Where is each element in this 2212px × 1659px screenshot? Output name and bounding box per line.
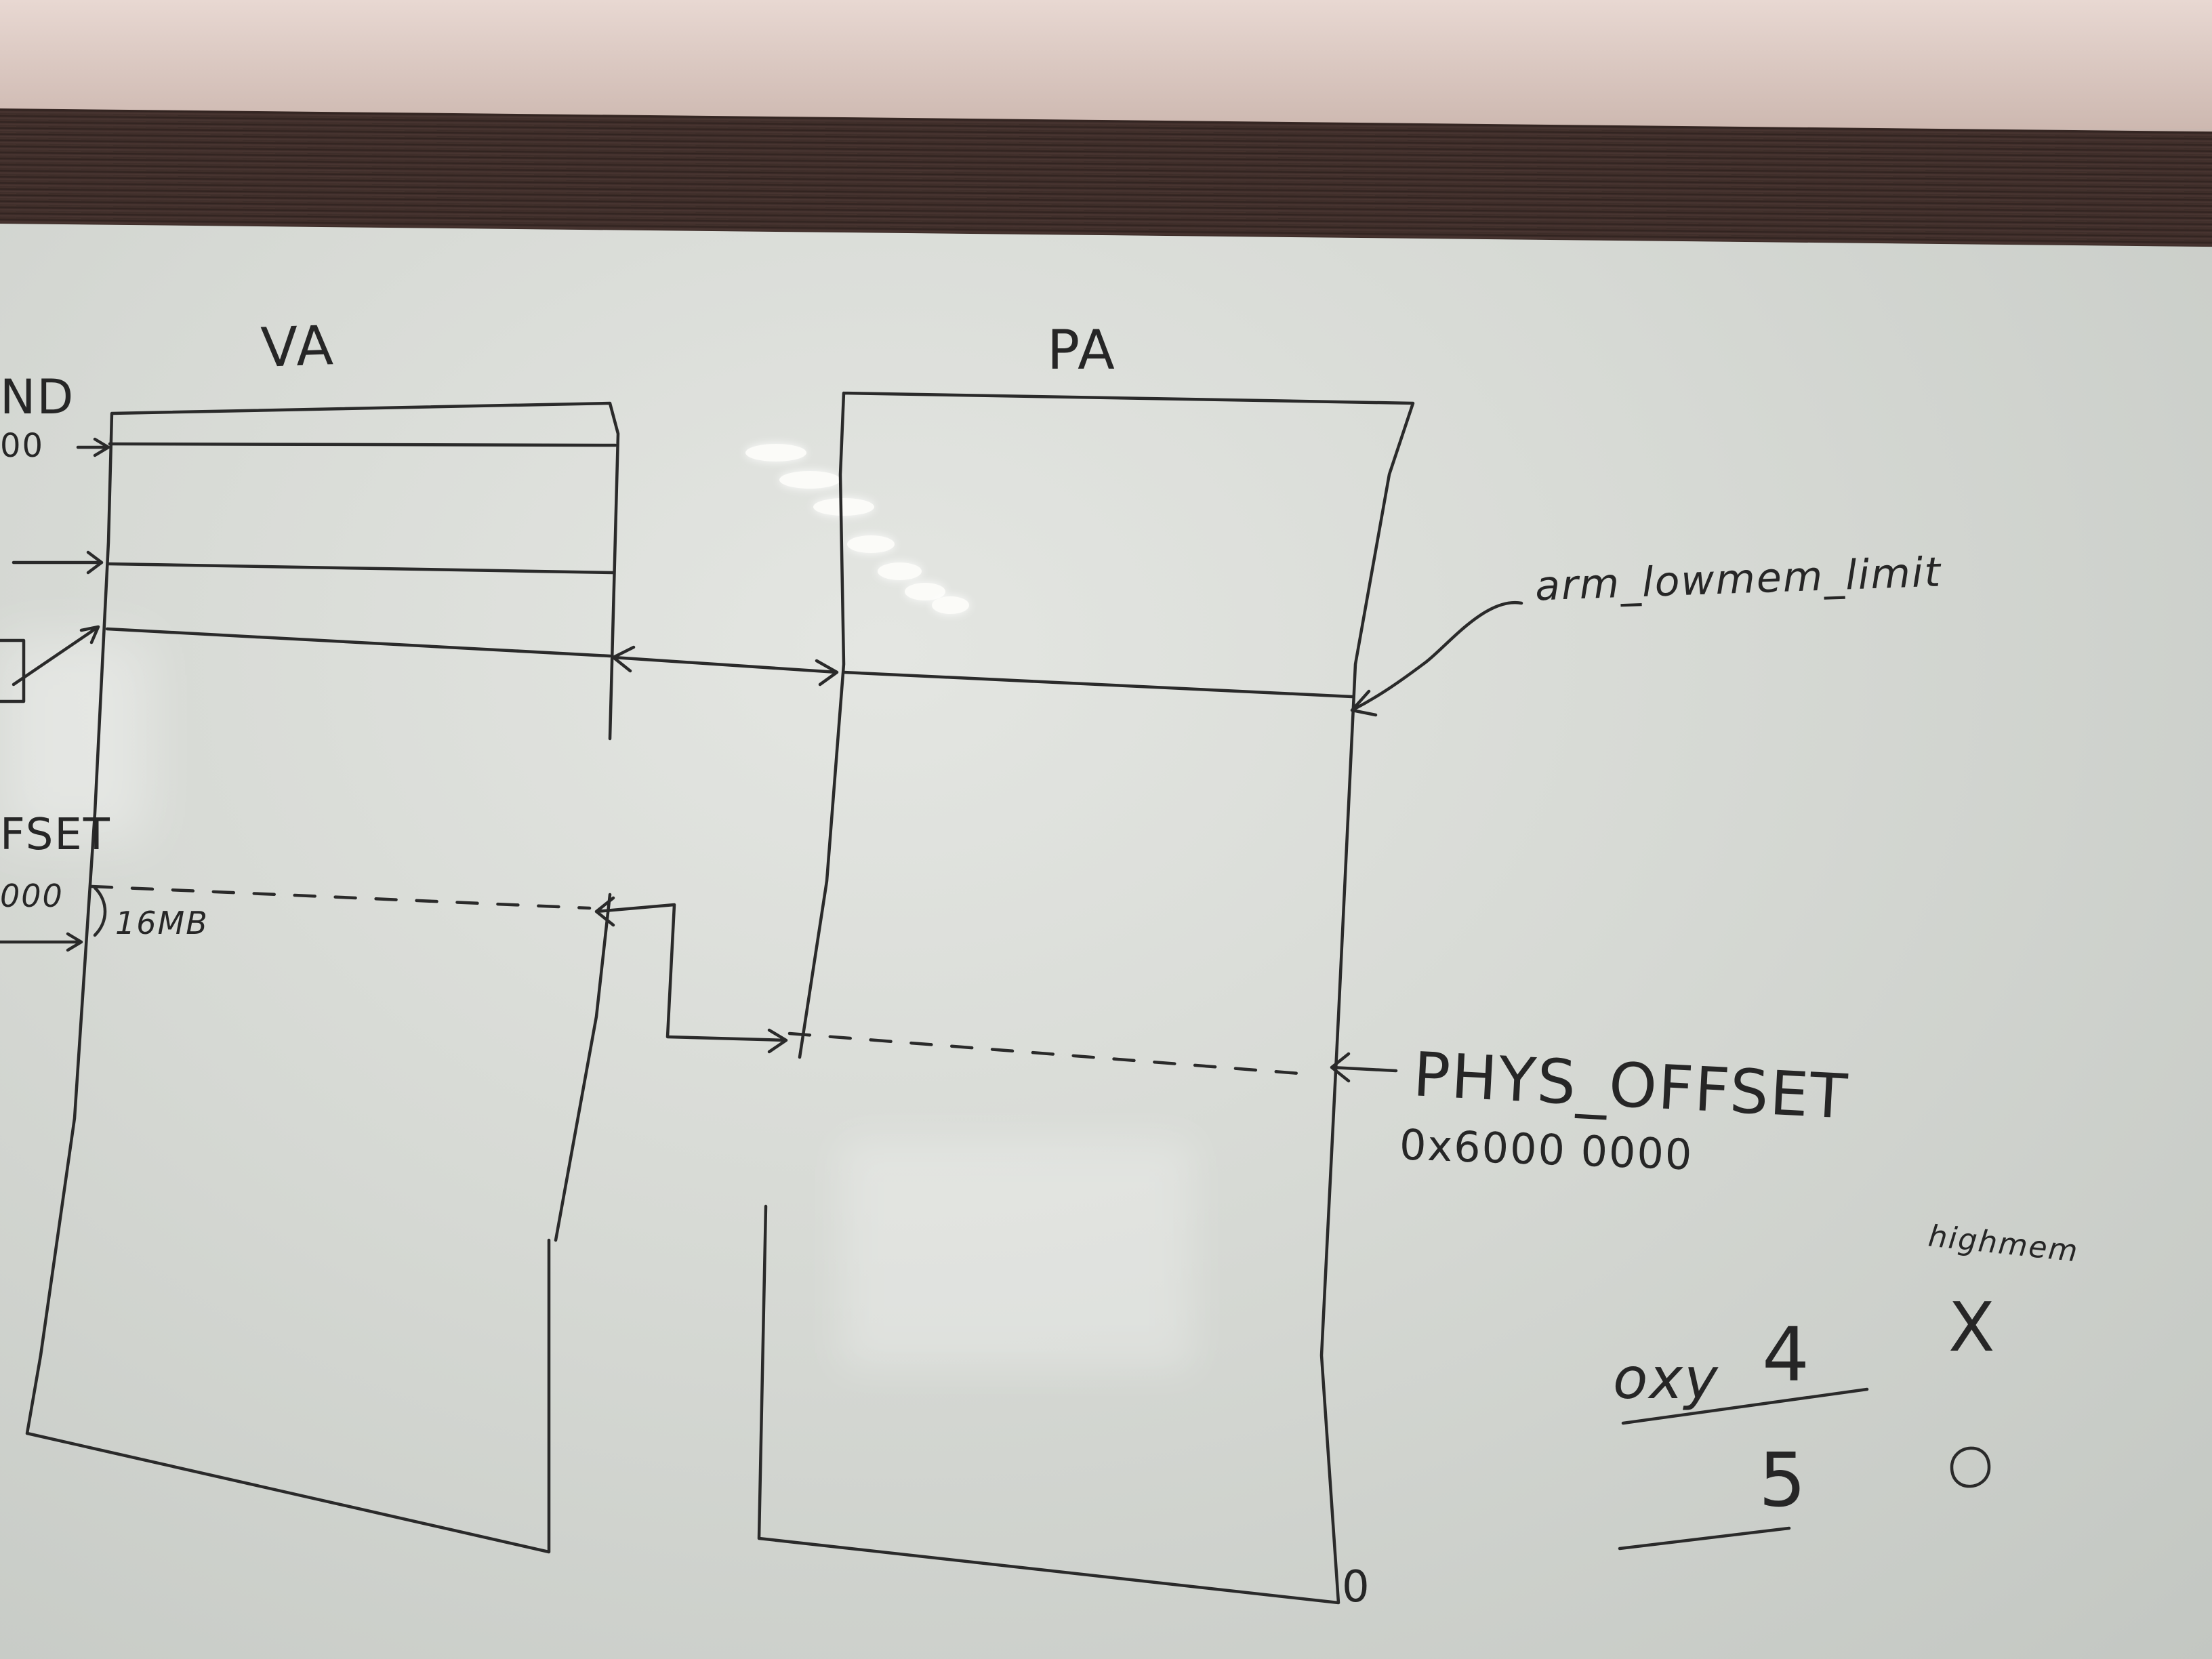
left-edge-top-label: ND: [0, 369, 75, 425]
dashed-line-phys-offset: [787, 1031, 1310, 1076]
table-row2-value: 5: [1759, 1437, 1807, 1523]
lamp-reflection: [745, 444, 806, 462]
phys-offset-link: [594, 896, 788, 1054]
table-line-2: [1618, 1526, 1791, 1551]
va-box-outline: [25, 401, 620, 1554]
wall: [0, 0, 2212, 129]
va-line-1: [108, 442, 617, 447]
double-arrow: [611, 645, 839, 687]
lamp-reflection: [932, 596, 969, 614]
zero-label: 0: [1342, 1562, 1371, 1612]
va-line-3: [105, 627, 612, 658]
pa-line-lowmem: [842, 670, 1354, 699]
table-row1-value: 4: [1762, 1311, 1811, 1398]
table-header-label: oxy: [1613, 1345, 1719, 1412]
left-arrow-2: [12, 550, 104, 575]
table-line-1: [1621, 1387, 1869, 1425]
pa-label: PA: [1047, 319, 1116, 382]
left-edge-offset-label: FSET: [0, 810, 111, 860]
lamp-reflection: [813, 498, 874, 516]
left-arrow-3: [12, 625, 100, 687]
va-box-right-lower: [554, 893, 612, 1242]
light-reflection: [840, 1139, 1193, 1369]
whiteboard: [0, 217, 2212, 1659]
va-label: VA: [260, 314, 335, 380]
lamp-reflection: [878, 562, 922, 580]
left-arrow-4: [0, 932, 83, 952]
phys-offset-arrow: [1330, 1052, 1398, 1083]
va-line-2: [106, 562, 615, 575]
left-box-stub: [0, 638, 26, 703]
dashed-line-16mb: [89, 884, 592, 910]
pa-box-outline: [757, 391, 1415, 1605]
size-16mb-label: 16MB: [115, 905, 209, 941]
left-edge-offset-addr-label: 000: [0, 878, 64, 914]
table-row1-mark: X: [1948, 1288, 1996, 1367]
lowmem-arrow: [1350, 600, 1523, 717]
left-edge-addr-label: 00: [0, 427, 45, 465]
left-arrow-1: [76, 437, 110, 457]
lamp-reflection: [847, 535, 895, 553]
phys-offset-addr-label: 0x6000 0000: [1398, 1120, 1694, 1180]
table-o-mark: [1950, 1446, 1991, 1488]
brace-16mb: [93, 886, 107, 937]
lamp-reflection: [779, 471, 840, 489]
